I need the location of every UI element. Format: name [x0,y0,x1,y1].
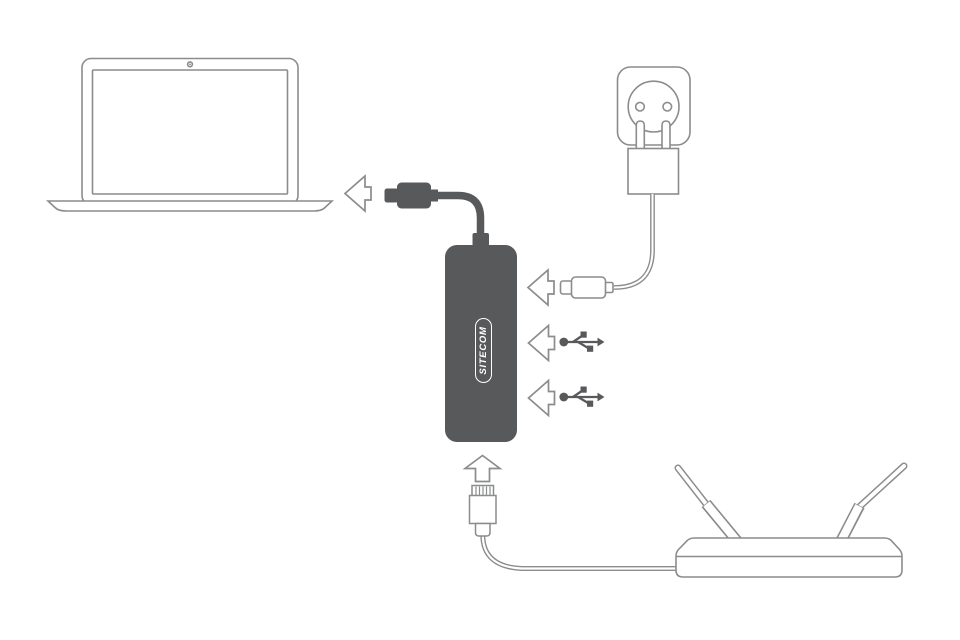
power-cable [613,194,655,290]
rj45-boot [474,522,491,537]
arrow-left-usb1-icon [527,323,556,363]
power-plug-icon [627,120,680,195]
usb-symbol-icon [559,386,605,407]
power-connector-body [570,276,607,299]
laptop-screen-inner [91,69,289,195]
laptop-screen-outer [81,57,299,206]
usb-c-connector-outline-icon [559,276,614,299]
laptop-icon [45,57,335,212]
router-body [675,537,903,578]
hub-brand-logo: SITECOM [475,318,492,383]
wall-socket-icon [616,66,691,146]
plug-pin-left [635,120,646,151]
hub-usb-c-cable [436,191,485,237]
arrow-left-laptop-icon [343,174,372,213]
laptop-webcam-dot [189,63,191,66]
rj45-body [468,494,497,525]
usb-c-connector-dark-icon [384,182,438,209]
ethernet-connector-icon [468,484,497,537]
dark-connector-body [397,182,431,209]
hub-connector-nub [472,233,489,246]
hub-body [445,245,517,442]
router-icon [674,462,908,578]
dark-connector-tip [384,188,399,203]
router-antenna-left [674,464,742,545]
arrow-up-ethernet-icon [462,454,503,483]
plug-pin-right [661,120,671,151]
arrow-left-power-icon [526,268,555,307]
dark-connector-neck [429,189,438,202]
socket-hole-right [662,101,673,112]
laptop-base [45,200,335,212]
ethernet-cable [480,534,680,571]
plug-body [627,147,680,195]
socket-recess [627,80,680,133]
socket-hole-left [634,101,646,112]
rj45-pins [475,486,491,495]
hub-brand-text: SITECOM [478,326,489,375]
laptop-webcam-icon [186,61,194,68]
router-antenna-right [835,462,908,544]
usb-symbol-icon [559,331,605,352]
arrow-left-usb2-icon [527,378,556,418]
usb-c-hub-device [445,233,517,442]
